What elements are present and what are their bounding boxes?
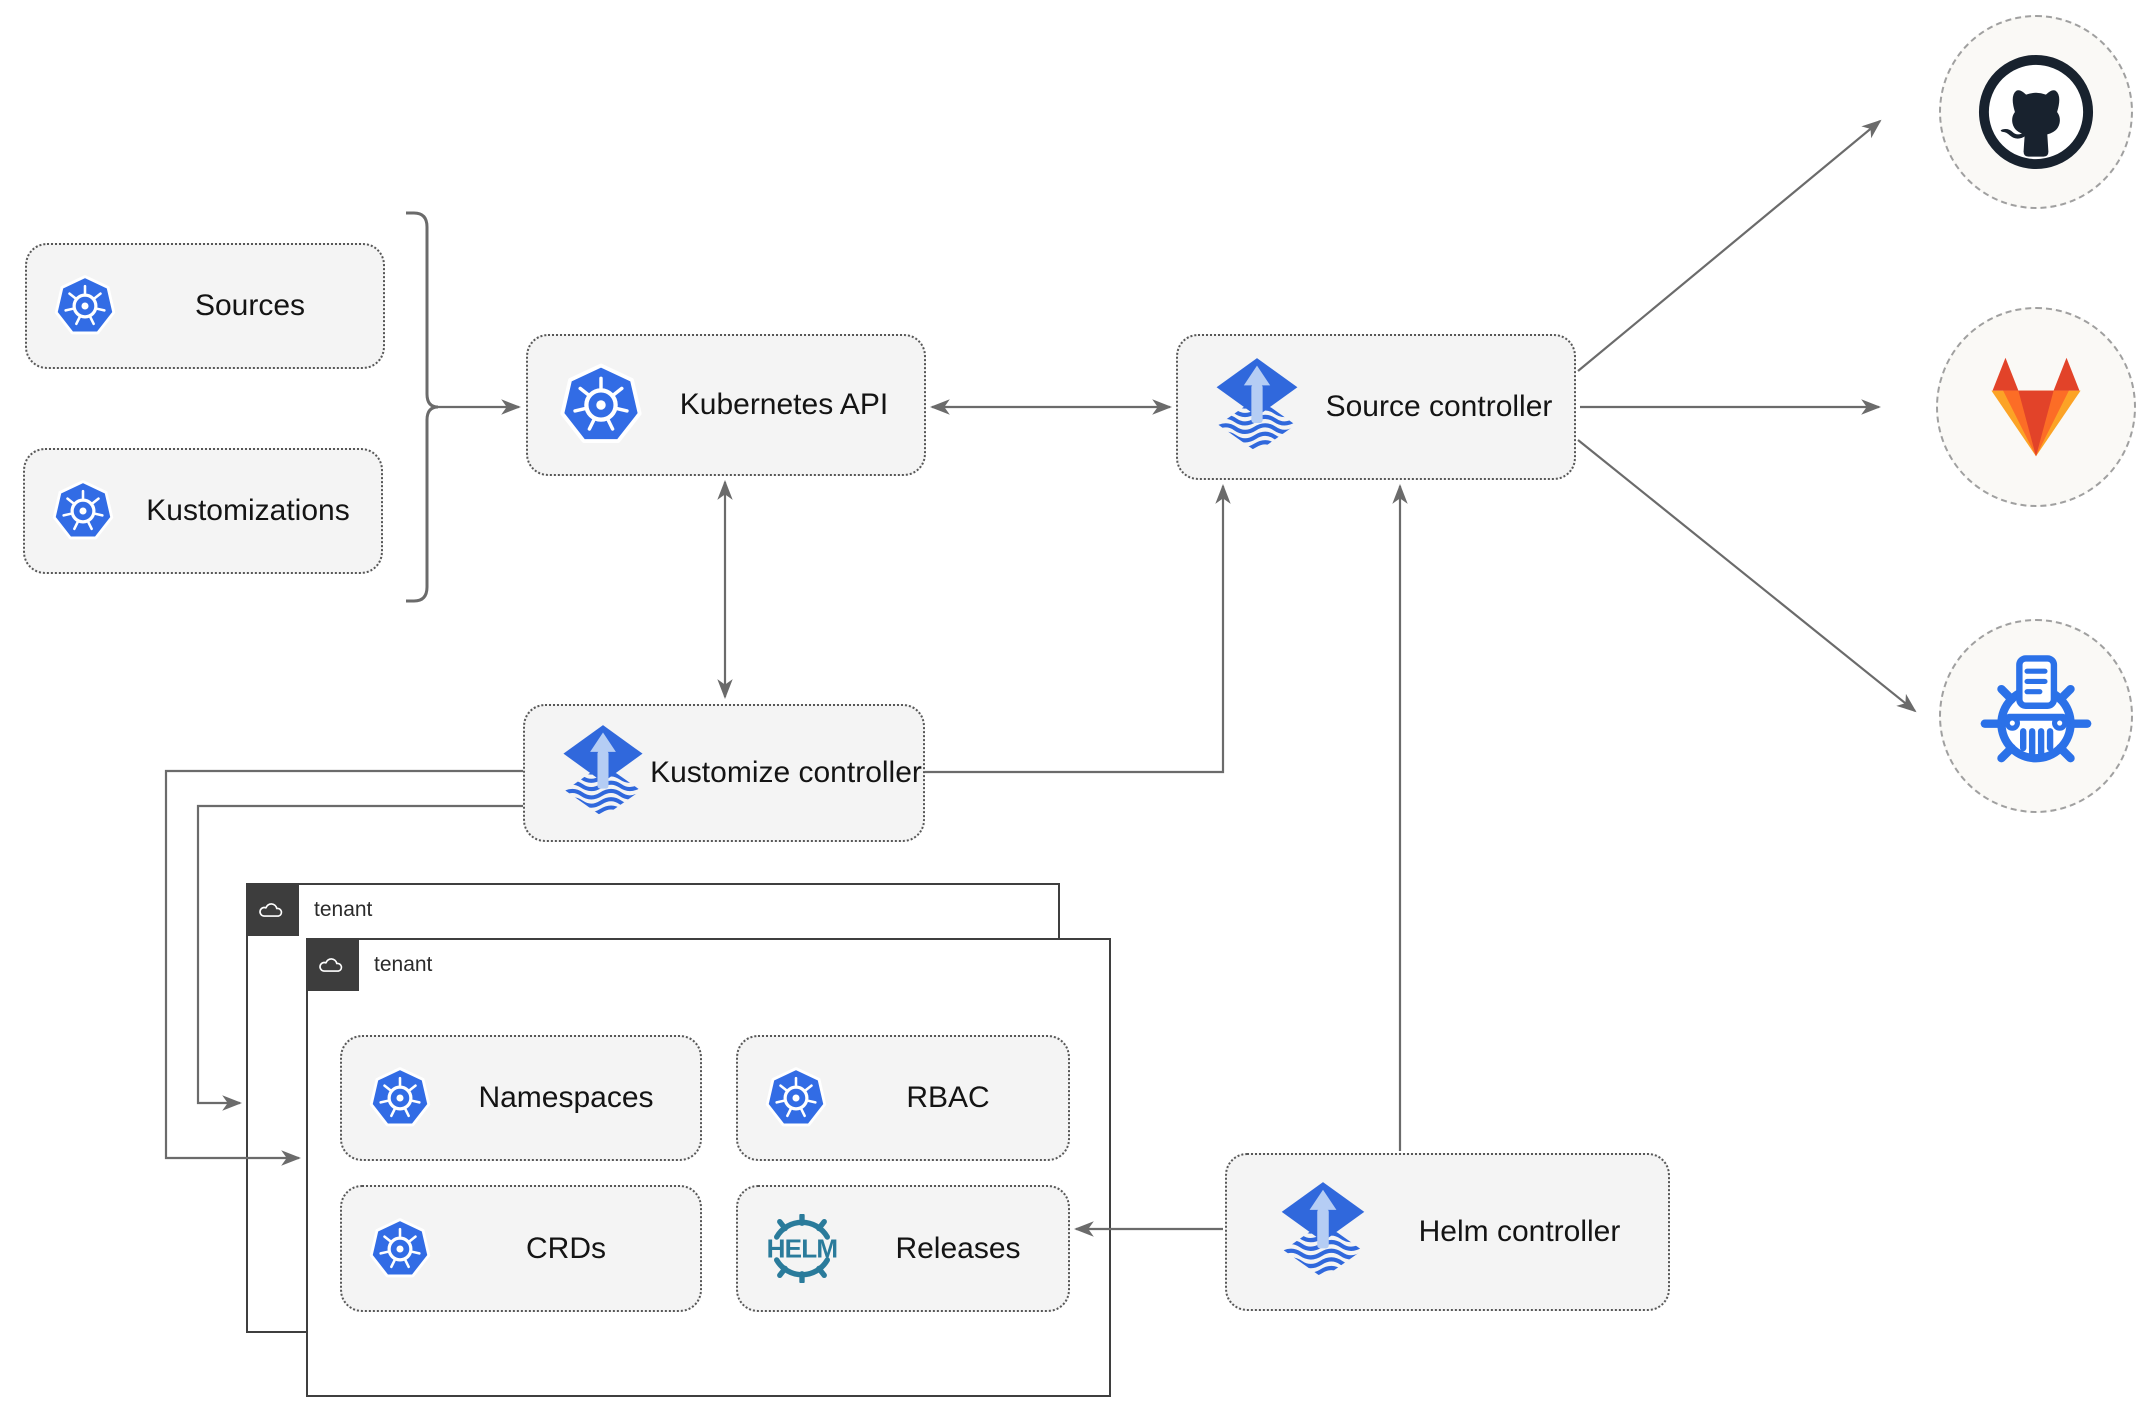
edge-kustomize-controller-to-source-controller	[925, 484, 1231, 774]
node-kubernetes-api: Kubernetes API	[526, 334, 926, 476]
bucket-storage-icon	[1972, 652, 2100, 780]
node-label: Helm controller	[1418, 1215, 1621, 1249]
tenant-inner-label: tenant	[374, 953, 433, 976]
tenant-outer-badge	[245, 882, 299, 936]
cloud-icon	[256, 898, 289, 921]
flux-icon	[1275, 1180, 1371, 1284]
node-sources: Sources	[25, 243, 385, 369]
flux-icon	[1210, 357, 1304, 457]
kubernetes-icon	[558, 362, 644, 448]
tenant-inner-badge	[305, 937, 359, 991]
kubernetes-icon	[368, 1066, 432, 1130]
node-releases: Releases	[736, 1185, 1070, 1312]
kubernetes-icon	[51, 479, 115, 543]
kubernetes-icon	[368, 1217, 432, 1281]
node-helm-controller: Helm controller	[1225, 1153, 1670, 1311]
gitlab-icon	[1977, 353, 2095, 461]
node-gitlab	[1936, 307, 2136, 507]
tenant-box-inner: tenant	[305, 937, 1111, 1397]
kubernetes-icon	[764, 1066, 828, 1130]
github-icon	[1974, 50, 2098, 174]
edge-group-brace	[406, 211, 439, 603]
node-label: Sources	[194, 289, 306, 323]
node-label: Kustomizations	[146, 494, 350, 528]
node-rbac: RBAC	[736, 1035, 1070, 1161]
tenant-outer-label: tenant	[314, 898, 373, 921]
edge-source-controller-to-github	[1577, 119, 1882, 372]
flux-icon	[557, 724, 649, 822]
node-label: Kustomize controller	[650, 756, 922, 790]
node-label: CRDs	[526, 1231, 606, 1265]
node-label: RBAC	[906, 1081, 990, 1115]
node-kustomize-controller: Kustomize controller	[523, 704, 925, 842]
node-label: Kubernetes API	[679, 388, 889, 422]
node-label: Source controller	[1325, 390, 1553, 424]
edge-source-controller-to-bucket	[1577, 439, 1917, 713]
kubernetes-icon	[53, 274, 117, 338]
node-crds: CRDs	[340, 1185, 702, 1312]
node-label: Namespaces	[478, 1081, 654, 1115]
node-github	[1939, 15, 2133, 209]
node-bucket-storage	[1939, 619, 2133, 813]
node-source-controller: Source controller	[1176, 334, 1576, 480]
node-kustomizations: Kustomizations	[23, 448, 383, 574]
node-label: Releases	[895, 1231, 1021, 1265]
helm-icon	[756, 1214, 848, 1283]
node-namespaces: Namespaces	[340, 1035, 702, 1161]
cloud-icon	[316, 953, 349, 976]
